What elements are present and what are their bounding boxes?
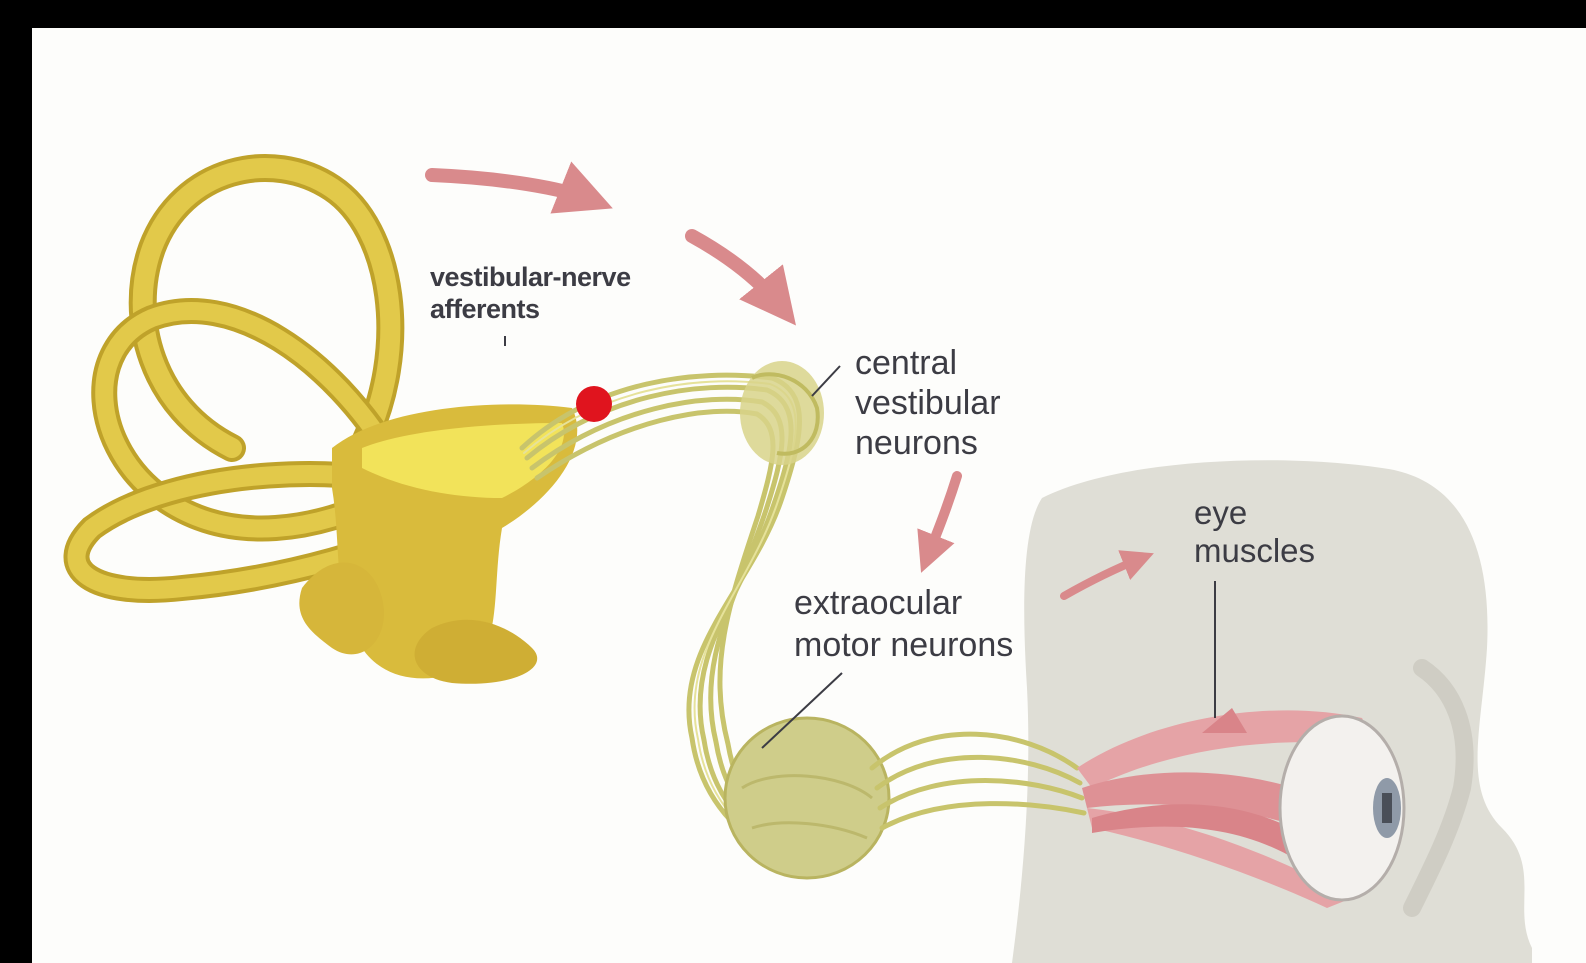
leader-central [812, 366, 840, 396]
stimulus-marker [576, 386, 612, 422]
arrow-down [927, 476, 957, 558]
label-extraocular-line1: extraocular [794, 584, 962, 623]
labyrinth-icon [76, 168, 577, 684]
extraocular-motor-neurons-nucleus [725, 718, 889, 878]
label-central-line3: neurons [855, 424, 978, 463]
label-vestibular-nerve-line1: vestibular-nerve [430, 262, 631, 293]
label-eye-muscles-line1: eye [1194, 494, 1247, 532]
eye-icon [1280, 716, 1404, 900]
label-vestibular-nerve-line2: afferents [430, 294, 540, 325]
central-vestibular-neurons-cluster [740, 361, 824, 465]
label-eye-muscles-line2: muscles [1194, 532, 1315, 570]
arrow-upper-right [692, 236, 782, 308]
label-extraocular-line2: motor neurons [794, 626, 1013, 665]
diagram-canvas: vestibular-nerve afferents central vesti… [32, 28, 1586, 963]
label-central-line1: central [855, 344, 957, 383]
label-central-line2: vestibular [855, 384, 1001, 423]
vestibulo-ocular-reflex-illustration [32, 28, 1586, 963]
arrow-top [432, 175, 592, 200]
